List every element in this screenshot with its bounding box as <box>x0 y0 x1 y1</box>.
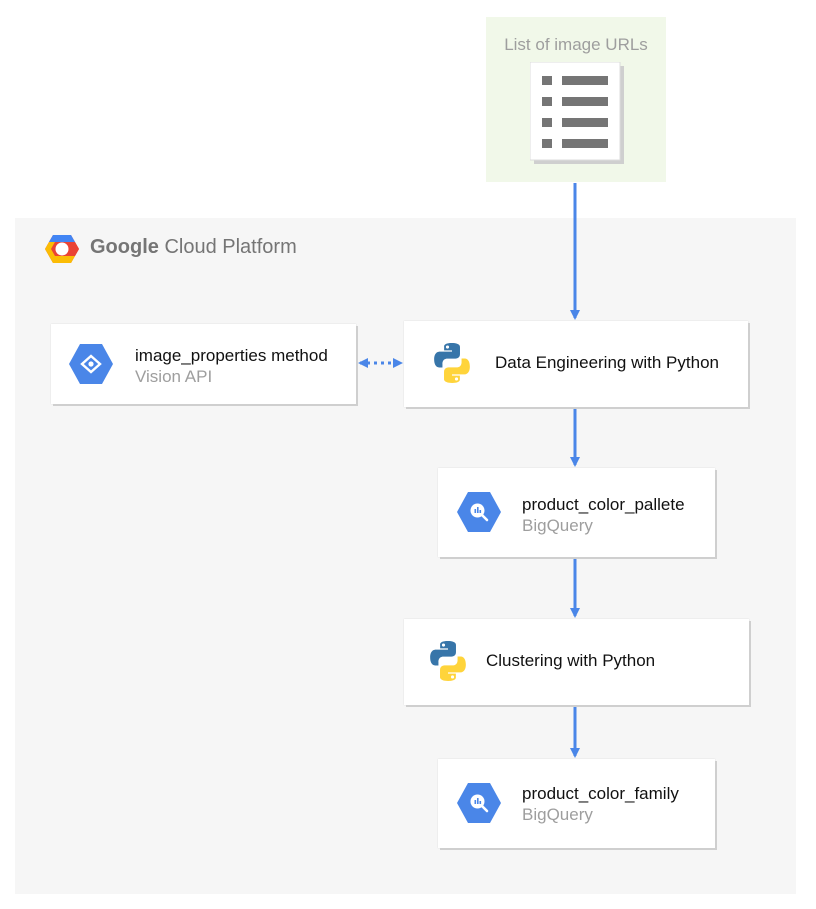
list-document-icon <box>530 62 624 164</box>
vision-api-card: image_properties method Vision API <box>51 324 356 404</box>
palette-subtitle: BigQuery <box>522 516 593 535</box>
family-title: product_color_family <box>522 784 679 803</box>
vision-api-icon <box>69 344 113 384</box>
bigquery-icon <box>457 783 501 823</box>
bigquery-icon <box>457 492 501 532</box>
clustering-card: Clustering with Python <box>404 619 749 705</box>
python-icon <box>430 641 466 681</box>
gcp-title-bold: Google <box>90 236 159 258</box>
python-icon <box>434 343 470 383</box>
data-engineering-title: Data Engineering with Python <box>495 353 719 372</box>
family-card: product_color_family BigQuery <box>438 759 715 848</box>
gcp-title: Google Cloud Platform <box>90 236 297 259</box>
google-cloud-logo-icon <box>45 235 79 263</box>
data-engineering-card: Data Engineering with Python <box>404 321 748 407</box>
clustering-title: Clustering with Python <box>486 651 656 670</box>
vision-api-title: image_properties method <box>135 346 328 365</box>
palette-card: product_color_pallete BigQuery <box>438 468 715 557</box>
family-subtitle: BigQuery <box>522 805 593 824</box>
source-label: List of image URLs <box>504 35 648 54</box>
vision-api-subtitle: Vision API <box>135 367 213 386</box>
palette-title: product_color_pallete <box>522 495 685 514</box>
source-box: List of image URLs <box>486 17 666 182</box>
gcp-title-rest: Cloud Platform <box>164 236 297 258</box>
